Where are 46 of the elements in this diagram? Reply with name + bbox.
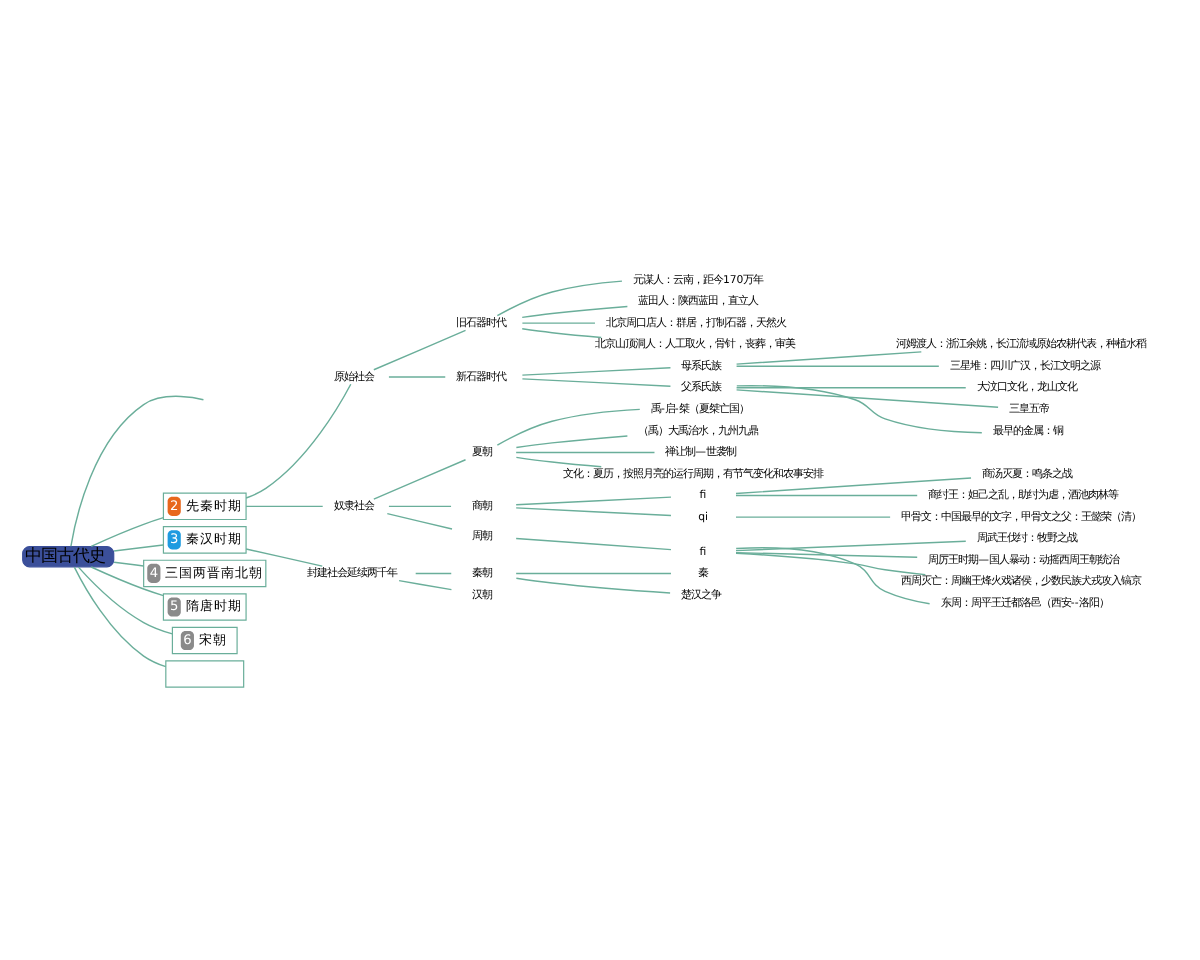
connector (515, 577, 671, 594)
node-box (165, 660, 245, 688)
connector (496, 408, 641, 446)
connector (735, 477, 972, 495)
connector (735, 387, 967, 389)
connector (373, 329, 467, 371)
connector (515, 435, 629, 449)
connector (70, 395, 205, 547)
connector (515, 456, 602, 468)
connector (521, 328, 602, 339)
connector (73, 566, 167, 668)
connector (521, 305, 629, 319)
connector (521, 367, 672, 376)
connector (245, 383, 352, 499)
connector (735, 516, 891, 518)
connector (515, 451, 656, 454)
connector (735, 494, 918, 497)
connector (515, 507, 672, 517)
connector (735, 551, 918, 559)
connector (388, 505, 452, 508)
connector (90, 516, 165, 548)
connector (735, 365, 940, 367)
connector (245, 548, 323, 567)
connector (736, 385, 983, 434)
connector (113, 561, 145, 567)
connector (245, 505, 324, 508)
connector (388, 376, 446, 378)
connector (735, 540, 967, 552)
connector (77, 566, 174, 635)
connector (398, 579, 453, 591)
connector (414, 572, 452, 575)
connector (515, 496, 672, 506)
connector (521, 378, 672, 387)
connector (113, 544, 164, 552)
connector (735, 351, 923, 365)
connector (735, 389, 999, 408)
connector (521, 322, 596, 324)
connector (735, 547, 931, 605)
connector (373, 459, 467, 500)
connector (735, 552, 927, 576)
connector (515, 572, 672, 575)
connector (90, 566, 165, 597)
connector (496, 280, 623, 317)
connector (386, 512, 453, 530)
node-box: 中国古代史 (22, 545, 115, 568)
connector (515, 537, 672, 551)
